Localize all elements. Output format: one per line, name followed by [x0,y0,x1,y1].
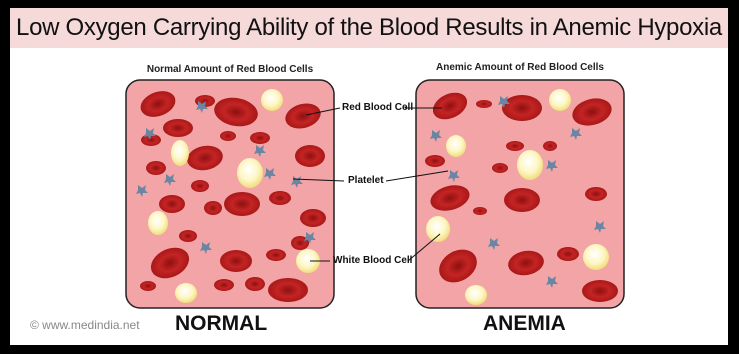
red-blood-cell [179,230,197,242]
white-blood-cell [549,89,571,111]
white-blood-cell [426,216,450,242]
white-blood-cell [175,283,197,303]
red-blood-cell [502,95,542,121]
white-blood-cell [148,211,168,235]
red-blood-cell-label: Red Blood Cell [342,102,413,113]
red-blood-cell [163,119,193,137]
anemic-panel-heading: Anemic Amount of Red Blood Cells [410,62,630,73]
red-blood-cell [557,247,579,261]
red-blood-cell [146,161,166,175]
red-blood-cell [191,180,209,192]
white-blood-cell [465,285,487,305]
red-blood-cell [159,195,185,213]
red-blood-cell [220,250,252,272]
white-blood-cell [583,244,609,270]
red-blood-cell [295,145,325,167]
red-blood-cell [582,280,618,302]
anemia-label: ANEMIA [483,312,566,336]
white-blood-cell [261,89,283,111]
red-blood-cell [473,207,487,215]
white-blood-cell-label: White Blood Cell [333,255,412,266]
red-blood-cell [204,201,222,215]
red-blood-cell [245,277,265,291]
source-credit: © www.medindia.net [30,318,140,332]
normal-label: NORMAL [175,312,267,336]
red-blood-cell [268,278,308,302]
red-blood-cell [506,141,524,151]
red-blood-cell [224,192,260,216]
red-blood-cell [492,163,508,173]
red-blood-cell [585,187,607,201]
red-blood-cell [220,131,236,141]
red-blood-cell [476,100,492,108]
figure-frame: Low Oxygen Carrying Ability of the Blood… [10,8,728,345]
red-blood-cell [425,155,445,167]
red-blood-cell [543,141,557,151]
red-blood-cell [214,279,234,291]
normal-panel-heading: Normal Amount of Red Blood Cells [126,64,334,75]
red-blood-cell [269,191,291,205]
red-blood-cell [504,188,540,212]
red-blood-cell [250,132,270,144]
white-blood-cell [446,135,466,157]
platelet-label: Platelet [348,175,384,186]
white-blood-cell [171,140,189,166]
red-blood-cell [300,209,326,227]
red-blood-cell [266,249,286,261]
red-blood-cell [140,281,156,291]
white-blood-cell [517,150,543,180]
white-blood-cell [237,158,263,188]
